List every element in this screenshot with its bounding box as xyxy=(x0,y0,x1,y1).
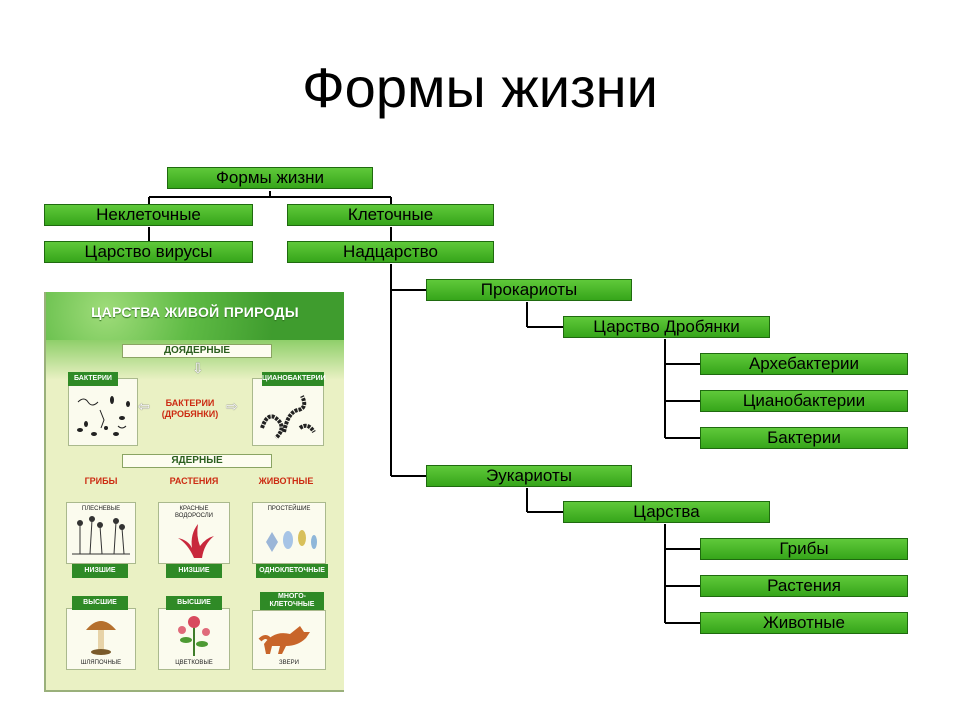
fox-icon xyxy=(258,626,310,654)
poster-fungi-heading: ГРИБЫ xyxy=(84,476,118,486)
label-multicellular-2: КЛЕТОЧНЫЕ xyxy=(269,601,315,608)
tag-bacteria: БАКТЕРИИ xyxy=(68,372,118,386)
bacteria-icon xyxy=(77,396,130,436)
tag-unicellular: ОДНОКЛЕТОЧНЫЕ xyxy=(256,564,328,578)
node-fungi: Грибы xyxy=(700,538,908,560)
node-eukaryotes: Эукариоты xyxy=(426,465,632,487)
label-multicellular-1: МНОГО- xyxy=(278,593,306,600)
poster-title: ЦАРСТВА ЖИВОЙ ПРИРОДЫ xyxy=(91,304,299,320)
node-kingdom-viruses: Царство вирусы xyxy=(44,241,253,263)
node-kingdoms: Царства xyxy=(563,501,770,523)
tag-higher-fungi: ВЫСШИЕ xyxy=(72,596,128,610)
arrow-down-icon: ⇩ xyxy=(192,360,204,376)
card-cyanobacteria xyxy=(252,378,324,446)
banner-prenuclear: ДОЯДЕРНЫЕ xyxy=(122,344,272,358)
node-prokaryotes: Прокариоты xyxy=(426,279,632,301)
kingdoms-poster: ЦАРСТВА ЖИВОЙ ПРИРОДЫ ДОЯДЕРНЫЕ БАКТЕРИИ… xyxy=(44,292,344,692)
node-kingdom-drobyanki: Царство Дробянки xyxy=(563,316,770,338)
mold-icon xyxy=(72,516,130,555)
tag-multicellular: МНОГО- КЛЕТОЧНЫЕ xyxy=(260,592,324,610)
label-flowering: ЦВЕТКОВЫЕ xyxy=(175,660,213,666)
bacteria-center-label-1: БАКТЕРИИ xyxy=(165,398,215,408)
arrow-left-icon: ⇦ xyxy=(138,398,150,414)
node-superkingdom: Надцарство xyxy=(287,241,494,263)
node-cellular: Клеточные xyxy=(287,204,494,226)
poster-animals-heading: ЖИВОТНЫЕ xyxy=(258,476,314,486)
node-noncellular: Неклеточные xyxy=(44,204,253,226)
poster-header xyxy=(46,292,344,380)
bacteria-center-label-2: (ДРОБЯНКИ) xyxy=(161,409,219,419)
node-archaea: Архебактерии xyxy=(700,353,908,375)
arrow-right-icon: ⇨ xyxy=(226,398,238,414)
node-forms-of-life: Формы жизни xyxy=(167,167,373,189)
red-algae-icon xyxy=(178,524,214,558)
node-plants: Растения xyxy=(700,575,908,597)
tag-lower-fungi: НИЗШИЕ xyxy=(72,564,128,578)
flower-icon xyxy=(178,616,210,656)
poster-plants-heading: РАСТЕНИЯ xyxy=(169,476,219,486)
label-cap-fungi: ШЛЯПОЧНЫЕ xyxy=(80,660,122,666)
label-mold: ПЛЕСНЕВЫЕ xyxy=(81,506,121,512)
node-animals: Животные xyxy=(700,612,908,634)
label-red-algae-2: ВОДОРОСЛИ xyxy=(175,513,213,519)
slide-title: Формы жизни xyxy=(302,56,658,119)
tag-higher-plants: ВЫСШИЕ xyxy=(166,596,222,610)
node-cyanobacteria: Цианобактерии xyxy=(700,390,908,412)
node-bacteria: Бактерии xyxy=(700,427,908,449)
label-red-algae-1: КРАСНЫЕ xyxy=(179,506,209,512)
protozoa-icon xyxy=(266,530,317,552)
banner-nuclear: ЯДЕРНЫЕ xyxy=(122,454,272,468)
card-bacteria xyxy=(68,378,138,446)
tag-lower-plants: НИЗШИЕ xyxy=(166,564,222,578)
cyanobacteria-icon xyxy=(260,395,316,440)
mushroom-icon xyxy=(86,621,116,655)
label-protozoa: ПРОСТЕЙШИЕ xyxy=(267,506,311,512)
label-beasts: ЗВЕРИ xyxy=(279,660,299,666)
tag-cyanobacteria: ЦИАНОБАКТЕРИИ xyxy=(262,372,326,386)
